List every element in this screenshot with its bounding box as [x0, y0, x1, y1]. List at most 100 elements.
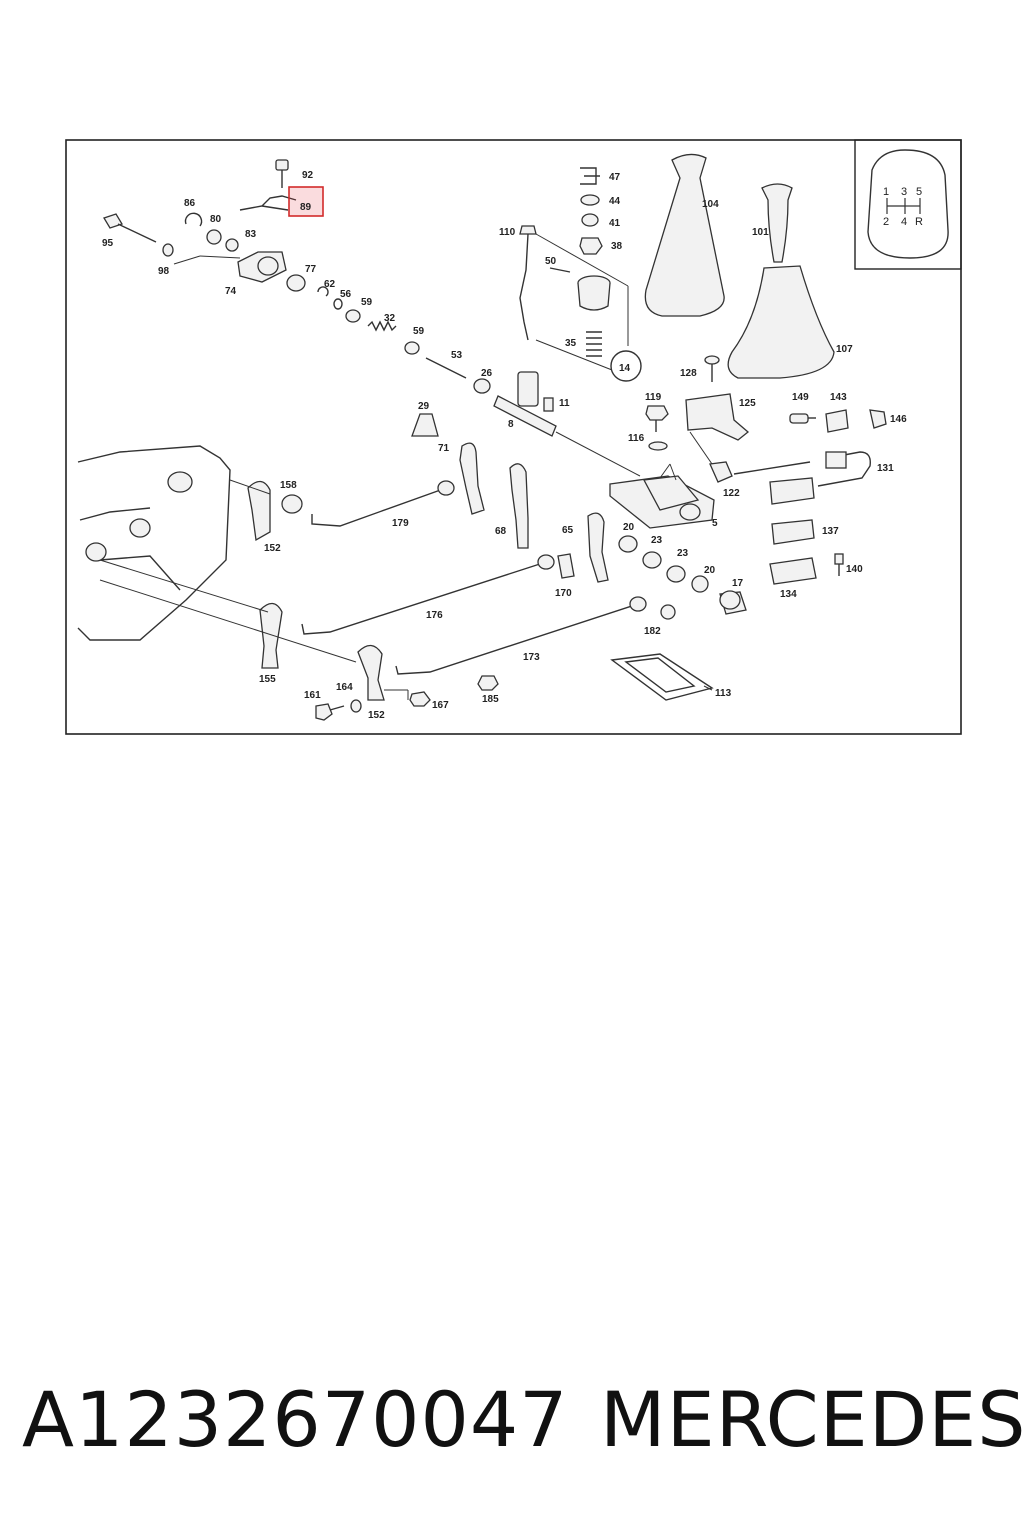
shift-gear-5: 5	[916, 186, 922, 198]
part-number: A1232670047	[22, 1375, 569, 1464]
callout-110: 110	[499, 227, 516, 238]
lever-155	[259, 602, 283, 669]
clip-86	[184, 212, 203, 227]
shift-gear-r: R	[915, 216, 923, 228]
washer-23a	[642, 551, 662, 569]
spring-32	[367, 320, 397, 332]
cup-50	[577, 275, 611, 311]
nut-38	[579, 237, 603, 255]
callout-98: 98	[158, 266, 170, 277]
callout-56: 56	[340, 289, 352, 300]
callout-119: 119	[645, 392, 662, 403]
callout-170: 170	[555, 588, 572, 599]
bolt-95	[103, 213, 157, 243]
leader-lines	[99, 255, 713, 700]
pin-53	[425, 357, 467, 379]
callout-167: 167	[432, 700, 449, 711]
callout-32: 32	[384, 313, 396, 324]
switch-122	[709, 461, 733, 483]
diagram-frame	[65, 139, 962, 735]
callout-149: 149	[792, 392, 809, 403]
callout-161: 161	[304, 690, 321, 701]
callout-164: 164	[336, 682, 353, 693]
callout-5: 5	[712, 518, 718, 529]
bushing-182	[660, 604, 676, 620]
washer-98	[162, 243, 174, 257]
callout-152a: 152	[264, 543, 281, 554]
shaft-8	[493, 371, 557, 437]
shift-gear-3: 3	[901, 186, 907, 198]
callout-59a: 59	[361, 297, 373, 308]
callout-23a: 23	[651, 535, 663, 546]
callout-86: 86	[184, 198, 196, 209]
callout-41: 41	[609, 218, 621, 229]
washer-80	[206, 229, 222, 245]
callout-107: 107	[836, 344, 853, 355]
callout-50: 50	[545, 256, 557, 267]
lever-71	[459, 442, 485, 515]
shifter-base-5	[609, 475, 715, 529]
callout-158: 158	[280, 480, 297, 491]
callout-104: 104	[702, 199, 719, 210]
callout-47: 47	[609, 172, 621, 183]
callout-143: 143	[830, 392, 847, 403]
callout-53: 53	[451, 350, 463, 361]
callout-labels: 92 89 86 80 83 95 98 74 77 62 56 59 32 5…	[102, 170, 907, 721]
shift-pattern-inset: 1 3 5 2 4 R	[854, 139, 962, 270]
screw-128	[704, 355, 720, 382]
callout-11: 11	[559, 398, 570, 409]
gasket-113	[610, 653, 714, 701]
callout-125: 125	[739, 398, 756, 409]
callout-26: 26	[481, 368, 493, 379]
callout-176: 176	[426, 610, 443, 621]
callout-77: 77	[305, 264, 317, 275]
callout-8: 8	[508, 419, 514, 430]
ring-44	[580, 194, 600, 206]
knob-104	[644, 153, 725, 317]
pin-50	[549, 267, 571, 273]
callout-74: 74	[225, 286, 237, 297]
callout-92: 92	[302, 170, 314, 181]
callout-59b: 59	[413, 326, 425, 337]
callout-128: 128	[680, 368, 697, 379]
washer-59a	[345, 309, 361, 323]
callout-circle-14	[610, 350, 642, 382]
cap-146	[869, 409, 887, 429]
washer-20b	[691, 575, 709, 593]
callout-17: 17	[732, 578, 744, 589]
callout-71: 71	[438, 443, 450, 454]
bolt-92	[275, 159, 289, 188]
bracket-125	[685, 393, 750, 441]
callout-14: 14	[619, 363, 631, 374]
highlight-box-89	[288, 186, 324, 217]
callout-23b: 23	[677, 548, 689, 559]
ring-56	[333, 298, 343, 310]
lever-152a	[247, 480, 271, 542]
callout-122: 122	[723, 488, 740, 499]
callout-116: 116	[628, 433, 645, 444]
callout-68: 68	[495, 526, 507, 537]
callout-113: 113	[715, 688, 732, 699]
callout-185: 185	[482, 694, 499, 705]
switch-assembly-131	[769, 477, 815, 505]
parts-diagram: 1 3 5 2 4 R	[65, 139, 962, 735]
callout-95: 95	[102, 238, 114, 249]
bushing-17	[719, 590, 747, 615]
shift-gear-4: 4	[901, 216, 907, 228]
washer-83	[225, 238, 239, 252]
callout-134: 134	[780, 589, 797, 600]
bolt-161	[315, 703, 345, 721]
brand-name: MERCEDES	[600, 1375, 1024, 1464]
washer-59b	[404, 341, 420, 355]
callout-131: 131	[877, 463, 894, 474]
switch-134	[769, 557, 817, 585]
bolt-119	[645, 405, 669, 432]
lever-110	[519, 225, 537, 341]
callout-140: 140	[846, 564, 863, 575]
callout-173: 173	[523, 652, 540, 663]
socket-143	[825, 409, 849, 433]
lever-68	[509, 463, 529, 549]
clip-170	[557, 553, 575, 579]
boot-107	[727, 265, 835, 379]
lever-152b	[357, 644, 385, 701]
